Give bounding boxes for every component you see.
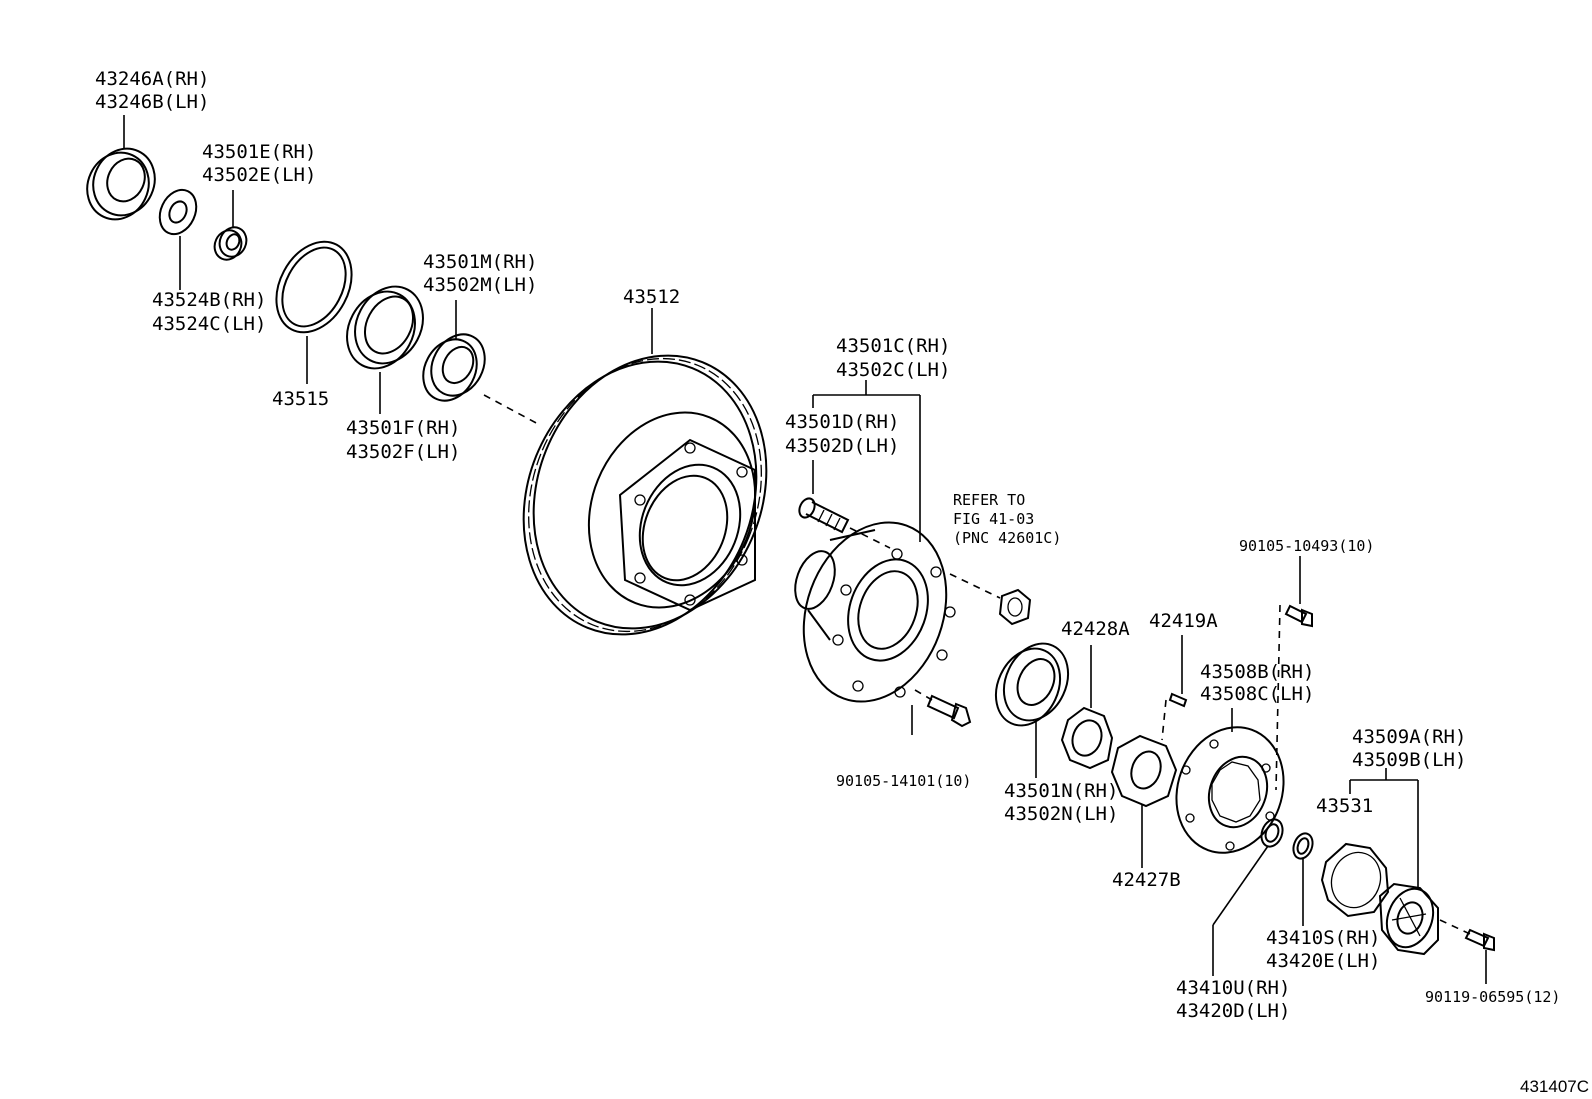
bolt-90105-14101	[914, 689, 972, 728]
leader-lines	[123, 115, 1487, 984]
hub-bolt-43501d	[798, 497, 850, 534]
label-43515: 43515	[272, 388, 329, 410]
figure-number: 431407C	[1520, 1077, 1589, 1096]
bolt-90105-10493	[1275, 604, 1313, 791]
label-43508c: 43508C(LH)	[1200, 683, 1314, 705]
lock-nut-42427b	[1110, 734, 1178, 808]
label-43502m: 43502M(LH)	[423, 274, 537, 296]
label-43502c: 43502C(LH)	[836, 359, 950, 381]
label-refer-fig: FIG 41-03	[953, 510, 1034, 528]
label-43509b: 43509B(LH)	[1352, 749, 1466, 771]
label-43531: 43531	[1316, 795, 1373, 817]
label-43509a: 43509A(RH)	[1352, 726, 1466, 748]
label-43501m: 43501M(RH)	[423, 251, 537, 273]
snap-ring-43410s	[1292, 832, 1314, 860]
label-43501n: 43501N(RH)	[1004, 780, 1118, 802]
bolt-90119-06595	[1439, 919, 1495, 952]
gasket-43531	[1320, 842, 1390, 918]
hub-nut	[998, 588, 1032, 626]
label-43502n: 43502N(LH)	[1004, 803, 1118, 825]
snap-ring-43515	[275, 240, 353, 334]
label-43524c: 43524C(LH)	[152, 313, 266, 335]
bearing-43501n	[994, 642, 1070, 727]
screw-42419a	[1161, 692, 1188, 741]
oil-seal-43246	[86, 147, 156, 221]
label-43501d: 43501D(RH)	[785, 411, 899, 433]
label-43501e: 43501E(RH)	[202, 141, 316, 163]
bearing-cup-43501f	[346, 285, 424, 370]
label-43410u: 43410U(RH)	[1176, 977, 1290, 999]
label-43420d: 43420D(LH)	[1176, 1000, 1290, 1022]
label-43410s: 43410S(RH)	[1266, 927, 1380, 949]
label-43524b: 43524B(RH)	[152, 289, 266, 311]
label-42419a: 42419A	[1149, 610, 1218, 632]
label-43420e: 43420E(LH)	[1266, 950, 1380, 972]
label-43501f: 43501F(RH)	[346, 417, 460, 439]
label-43501c: 43501C(RH)	[836, 335, 950, 357]
freewheel-hub-43509a	[1378, 882, 1439, 956]
label-43246b: 43246B(LH)	[95, 91, 209, 113]
axis-line-1	[483, 394, 541, 426]
label-90105-10493: 90105-10493(10)	[1239, 537, 1374, 555]
label-90119-06595: 90119-06595(12)	[1425, 988, 1560, 1006]
label-42428a: 42428A	[1061, 618, 1130, 640]
label-43246a: 43246A(RH)	[95, 68, 209, 90]
label-43508b: 43508B(RH)	[1200, 661, 1314, 683]
label-43512: 43512	[623, 286, 680, 308]
washer-43524	[158, 188, 198, 236]
label-43502d: 43502D(LH)	[785, 435, 899, 457]
label-refer-to: REFER TO	[953, 491, 1025, 509]
axis-line-3	[949, 573, 1001, 599]
axle-hub-43502	[794, 521, 956, 703]
label-42427b: 42427B	[1112, 869, 1181, 891]
bearing-43501m	[422, 333, 486, 402]
label-refer-pnc: (PNC 42601C)	[953, 529, 1061, 547]
flange-43508b	[1175, 726, 1285, 854]
label-43502f: 43502F(LH)	[346, 441, 460, 463]
lock-washer-42428a	[1060, 706, 1114, 770]
label-43502e: 43502E(LH)	[202, 164, 316, 186]
label-90105-14101: 90105-14101(10)	[836, 772, 971, 790]
needle-bearing-43501e	[213, 226, 248, 261]
brake-disc-43512	[522, 354, 768, 636]
